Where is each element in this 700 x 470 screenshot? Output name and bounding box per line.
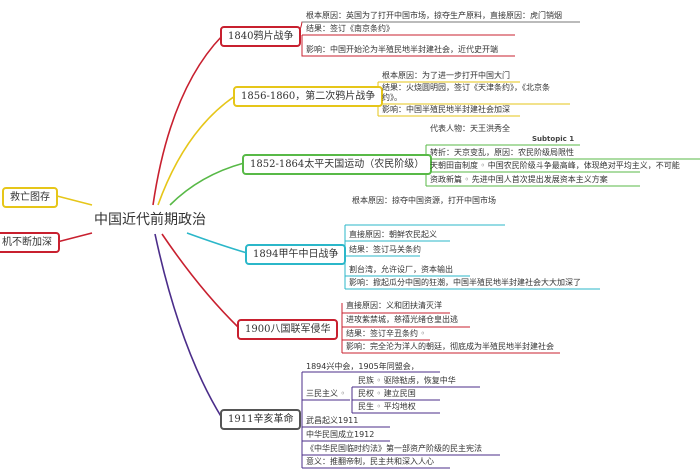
connector-1856 bbox=[157, 95, 236, 206]
topic-1894[interactable]: 1894甲午中日战争 bbox=[245, 244, 347, 265]
leaf-1894-taiwan[interactable]: 割台湾，允许设厂，资本输出 bbox=[349, 265, 453, 274]
leaf-1856-result-cont[interactable]: 约》。 bbox=[382, 93, 402, 102]
leaf-1894-direct[interactable]: 直接原因：朝鲜农民起义 bbox=[349, 230, 437, 239]
connector-1894 bbox=[186, 232, 248, 254]
leaf-1894-result[interactable]: 结果：签订马关条约 bbox=[349, 245, 421, 254]
leaf-sanmin-minsheng[interactable]: 民生 ◦ 平均地权 bbox=[358, 402, 416, 411]
leaf-1856-impact[interactable]: 影响：中国半殖民地半封建社会加深 bbox=[382, 105, 510, 114]
leaf-1856-cause[interactable]: 根本原因：为了进一步打开中国大门 bbox=[382, 71, 510, 80]
leaf-1840-impact[interactable]: 影响：中国开始沦为半殖民地半封建社会，近代史开端 bbox=[306, 45, 498, 54]
topic-1900[interactable]: 1900八国联军侵华 bbox=[237, 319, 339, 340]
connector-1911 bbox=[154, 233, 223, 419]
connector-1900 bbox=[161, 233, 240, 329]
leaf-1911-sanmin[interactable]: 三民主义 ◦ bbox=[306, 389, 346, 398]
leaf-1900-direct[interactable]: 直接原因：义和团扶清灭洋 bbox=[346, 301, 442, 310]
leaf-1852-turn[interactable]: 转折：天京变乱，原因：农民阶级局限性 bbox=[430, 148, 574, 157]
topic-1911[interactable]: 1911辛亥革命 bbox=[220, 409, 302, 430]
leaf-1856-result[interactable]: 结果：火烧圆明园，签订《天津条约》，《北京条 bbox=[382, 83, 550, 92]
left-node-crisis[interactable]: 机不断加深 bbox=[0, 232, 60, 253]
connector-left-2 bbox=[56, 232, 93, 243]
left-node-jiuwang[interactable]: 救亡图存 bbox=[2, 187, 58, 208]
leaf-1911-significance[interactable]: 意义：推翻帝制，民主共和深入人心 bbox=[306, 457, 434, 466]
subtopic-label[interactable]: Subtopic 1 bbox=[532, 135, 575, 143]
leaf-1911-societies[interactable]: 1894兴中会，1905年同盟会， bbox=[306, 362, 419, 371]
leaf-1911-wuchang[interactable]: 武昌起义1911 bbox=[306, 416, 359, 425]
leaf-1840-result[interactable]: 结果：签订《南京条约》 bbox=[306, 24, 394, 33]
leaf-1852-figure[interactable]: 代表人物：天王洪秀全 bbox=[430, 124, 510, 133]
topic-1856[interactable]: 1856-1860，第二次鸦片战争 bbox=[233, 86, 384, 107]
connector-1852 bbox=[169, 162, 245, 206]
leaf-1894-impact[interactable]: 影响：掀起瓜分中国的狂潮，中国半殖民地半封建社会大大加深了 bbox=[349, 278, 581, 287]
leaf-1900-impact[interactable]: 影响：完全沦为洋人的朝廷，彻底成为半殖民地半封建社会 bbox=[346, 342, 554, 351]
topic-1852[interactable]: 1852-1864太平天国运动（农民阶级） bbox=[242, 154, 433, 175]
topic-1840[interactable]: 1840鸦片战争 bbox=[220, 26, 302, 47]
leaf-1852-land[interactable]: 天朝田亩制度 ◦ 中国农民阶级斗争最高峰，体现绝对平均主义，不可能 bbox=[430, 161, 680, 170]
connector-1840 bbox=[152, 35, 223, 206]
leaf-sanmin-minquan[interactable]: 民权 ◦ 建立民国 bbox=[358, 389, 416, 398]
leaf-1840-cause[interactable]: 根本原因：英国为了打开中国市场，掠夺生产原料，直接原因：虎门销烟 bbox=[306, 11, 562, 20]
leaf-1900-result[interactable]: 结果：签订辛丑条约 ◦ bbox=[346, 329, 426, 338]
leaf-1852-zizheng[interactable]: 资政新篇 ◦ 先进中国人首次提出发展资本主义方案 bbox=[430, 175, 608, 184]
leaf-1900-attack[interactable]: 进攻紫禁城，慈禧光绪仓皇出逃 bbox=[346, 315, 458, 324]
leaf-sanmin-minzu[interactable]: 民族 ◦ 驱除鞑虏，恢复中华 bbox=[358, 376, 456, 385]
leaf-1894-root-cause[interactable]: 根本原因：掠夺中国资源，打开中国市场 bbox=[352, 196, 496, 205]
leaf-1911-constitution[interactable]: 《中华民国临时约法》第一部资产阶级的民主宪法 bbox=[306, 444, 482, 453]
central-topic[interactable]: 中国近代前期政治 bbox=[94, 212, 206, 228]
connector-left-1 bbox=[56, 195, 93, 206]
leaf-1911-roc[interactable]: 中华民国成立1912 bbox=[306, 430, 375, 439]
